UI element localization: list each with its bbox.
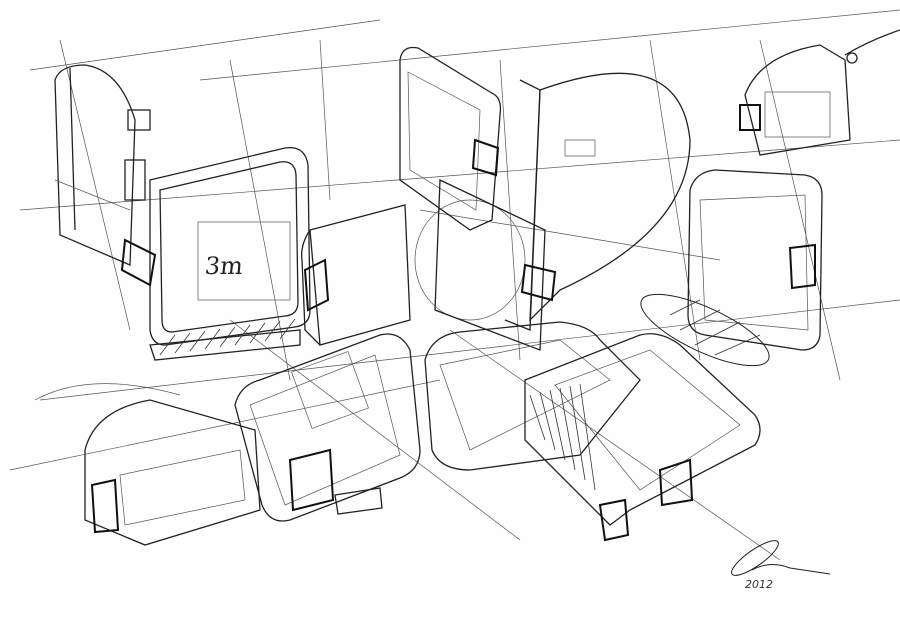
tape-measure-bottom-left — [34, 383, 261, 546]
tape-measure-bottom-right — [524, 333, 761, 542]
tape-measure-right — [640, 169, 823, 367]
signature — [731, 540, 831, 576]
tape-measure-top-left — [54, 64, 151, 266]
signature-year: 2012 — [745, 578, 773, 591]
tape-measure-bottom-flat — [424, 321, 641, 471]
tape-measure-3m — [120, 146, 311, 361]
tape-measure-large-round — [414, 72, 691, 331]
tape-measure-center-standing — [301, 178, 557, 351]
tape-label-3m: 3m — [203, 252, 245, 280]
tape-measure-top-right — [739, 29, 900, 156]
tape-measure-bottom-middle — [234, 333, 421, 522]
tape-measure-top-center — [399, 46, 502, 231]
construction-lines — [9, 9, 900, 561]
